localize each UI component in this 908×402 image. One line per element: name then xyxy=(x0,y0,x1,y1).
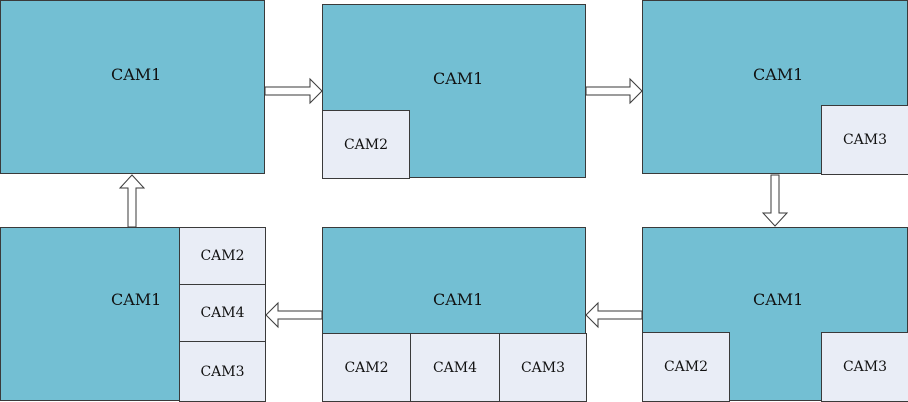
arrow-right-1 xyxy=(264,77,323,105)
sub-camera-tile: CAM3 xyxy=(499,333,587,402)
sub-camera-tile: CAM2 xyxy=(642,332,730,402)
main-camera-label: CAM1 xyxy=(111,65,162,84)
arrow-down-3 xyxy=(761,174,789,227)
main-camera-label: CAM1 xyxy=(433,69,484,88)
main-camera-label: CAM1 xyxy=(111,290,162,309)
arrow-left-4 xyxy=(585,301,643,329)
sub-camera-tile: CAM2 xyxy=(322,110,410,179)
sub-camera-tile: CAM3 xyxy=(179,341,266,402)
layout-state-3: CAM1 CAM3 xyxy=(642,0,908,175)
main-camera-label: CAM1 xyxy=(753,290,804,309)
layout-state-1: CAM1 xyxy=(0,0,265,174)
arrow-right-2 xyxy=(585,77,643,105)
arrow-left-5 xyxy=(265,301,323,329)
sub-camera-tile: CAM2 xyxy=(179,227,266,285)
main-camera-label: CAM1 xyxy=(433,290,484,309)
layout-state-5: CAM1 CAM2 CAM4 CAM3 xyxy=(322,227,587,402)
sub-camera-tile: CAM3 xyxy=(821,332,908,402)
sub-camera-tile: CAM2 xyxy=(322,333,411,402)
sub-camera-tile: CAM4 xyxy=(179,284,266,342)
layout-state-6: CAM1 CAM2 CAM4 CAM3 xyxy=(0,227,266,402)
arrow-up-6 xyxy=(118,174,146,228)
main-camera-label: CAM1 xyxy=(753,65,804,84)
sub-camera-tile: CAM3 xyxy=(821,105,908,175)
layout-state-2: CAM1 CAM2 xyxy=(322,4,586,179)
sub-camera-tile: CAM4 xyxy=(410,333,500,402)
layout-state-4: CAM1 CAM2 CAM3 xyxy=(642,227,908,402)
